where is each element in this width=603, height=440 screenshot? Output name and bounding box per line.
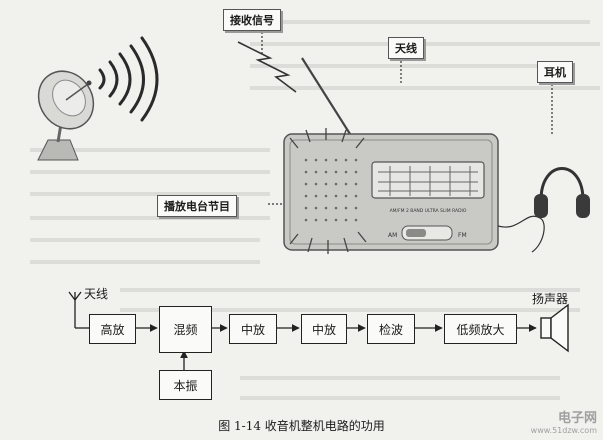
speaker-label: 扬声器 <box>532 292 569 306</box>
block-if-amp-1: 中放 <box>229 314 277 344</box>
earphone-label: 耳机 <box>537 61 573 83</box>
speaker-symbol <box>540 303 569 353</box>
radio-band-label: AM/FM 2 BAND ULTRA SLIM RADIO <box>390 208 467 214</box>
earphone-cable <box>497 215 545 253</box>
signal-flow-arrows <box>134 324 537 370</box>
block-antenna-symbol <box>68 291 89 329</box>
radio-body: AM/FM 2 BAND ULTRA SLIM RADIO AM FM <box>283 133 499 251</box>
block-antenna-label: 天线 <box>84 287 109 301</box>
antenna-label: 天线 <box>388 37 424 59</box>
figure-caption: 图 1-14 收音机整机电路的功用 <box>218 419 385 433</box>
radio-waves-icon <box>98 36 159 122</box>
broadcast-program-label: 播放电台节目 <box>157 195 237 217</box>
signal-lightning-icon <box>237 41 297 93</box>
sound-emission-lines <box>289 128 367 254</box>
radio-speaker-grille <box>304 158 358 222</box>
headphones-icon <box>534 167 590 218</box>
receive-signal-label: 接收信号 <box>223 9 281 31</box>
radio-antenna-rod <box>301 57 351 135</box>
satellite-dish-icon <box>37 70 95 161</box>
watermark: 电子网 www.51dzw.com <box>531 407 597 435</box>
radio-am-label: AM <box>388 232 397 239</box>
radio-fm-label: FM <box>458 232 467 239</box>
block-mixer: 混频 <box>159 306 212 353</box>
watermark-url: www.51dzw.com <box>530 426 597 435</box>
watermark-brand: 电子网 <box>557 411 597 426</box>
block-if-amp-2: 中放 <box>301 314 347 344</box>
block-local-oscillator: 本振 <box>159 370 212 400</box>
block-af-amp: 低频放大 <box>444 314 517 344</box>
block-detector: 检波 <box>367 314 415 344</box>
block-rf-amp: 高放 <box>89 314 136 344</box>
radio-tuning-dial <box>371 161 485 199</box>
